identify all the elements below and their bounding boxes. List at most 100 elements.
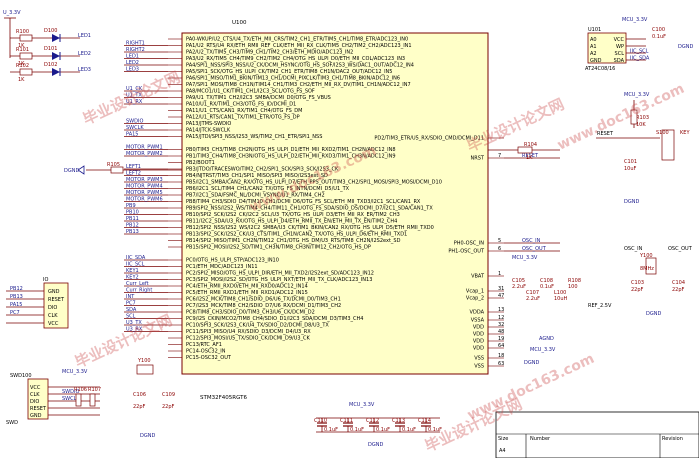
mcu-right-pin-name: VDD [473,325,484,331]
mcu-left-pin-name: PB4/NJTRST/TIM3_CH1/SPI1_MISO/SPI3_MISO/… [186,173,328,179]
led-block: U_3.3V R1001KD100LED1R1011KD101LED2R1021… [3,10,91,83]
dec-cap-ref: C113 [392,418,405,424]
r104: R104 1K [488,142,560,161]
mcu-left-pin-name: PB0/TIM3_CH3/TIM8_CH2N/OTG_HS_ULPI_D1/ET… [186,147,396,153]
mcu-left-pin-name: PC13/RTC_AF1 [186,342,222,348]
mcu-right-pin-name: NRST [471,156,485,162]
r107: R107 [88,387,101,393]
mcu-right-pins: PD2/TIM3_ETR/U5_RX/SDIO_CMD/DCMI_D11NRST… [374,136,560,370]
mcu-left-net: SWCLK [126,125,144,131]
pwr-cap-ref: C108 [540,278,553,284]
pwr-cap-val: 0.1uF [540,284,554,290]
mcu-left-pin-name: PA12/U1_RTS/CAN1_TX/TIM1_ETR/OTG_FS_DP [186,115,300,121]
power-block: MCU_3.3V C1052.2uFC1072.2uFC1080.1uFL100… [512,255,612,366]
reset-vcc: MCU_3.3V [624,92,650,98]
c109: C109 [162,392,175,398]
mcu-right-pin-name: VSS [474,364,484,370]
mcu-left-net: IIC_SCL [126,262,145,268]
led-diode-icon [52,34,60,42]
mcu-left-pin-name: PC10/SPI3_SCK/I2S3_CK/U4_TX/SDIO_D2/DCMI… [186,323,329,329]
mcu-u100: U100 STM32F405RGT6 PA0-WKUP/U2_CTS/U4_TX… [124,20,560,401]
pwr-cap-ref: C107 [526,290,539,296]
mcu-left-net: Curr_Left [126,281,149,287]
led-r-ref: R102 [16,63,29,69]
mcu-left-net: INT [126,294,135,300]
c102-val: 22pF [631,287,644,293]
eeprom-pin-r: SCL [615,51,625,57]
led-r-ref: R101 [16,47,29,53]
pwr-cap-ref: C105 [512,278,525,284]
rtc-crystal: Y100 C106 C109 22pF 22pF DGND [133,358,175,439]
pwr-cap-val: 2.2uF [526,296,540,302]
mcu-left-pin-name: PB6/I2C1_SCL/TIM4_CH1/CAN2_TX/OTG_FS_INT… [186,186,350,192]
swd-pin-name: VCC [30,385,41,391]
mcu-left-pin-name: PC14-OSC32_IN [186,349,226,355]
led-resistor [19,34,33,42]
mcu-right-pin-num: 32 [498,322,504,328]
mcu-left-net: PB9 [126,203,136,209]
c100-val: 0.1uF [652,34,666,40]
c100: C100 [652,27,665,33]
watermark-url-2: www.doc163.com [555,81,687,154]
r103: R103 [636,115,649,121]
hse-gnd: DGND [646,311,661,317]
watermark-3: 毕业设计论文网 [72,311,175,372]
dec-cap-ref: C114 [418,418,431,424]
mcu-right-pin-name: PH0-OSC_IN [454,241,484,247]
mcu-left-pin-name: PC6/I2S2_MCK/TIM8_CH1/SDIO_D6/U6_TX/DCMI… [186,297,341,303]
led-net: LED1 [78,33,91,39]
mcu-left-net: PA15 [126,132,138,138]
c104: C104 [672,280,685,286]
pwr-cap-val: 100 [568,284,578,290]
mcu-left-pin-name: PC0/OTG_HS_ULPI_STP/ADC123_IN10 [186,258,279,264]
eeprom-part: AT24C08/16 [585,66,615,72]
mcu-right-pin-name: VDD [473,332,484,338]
mcu-left-pin-name: PA7/SPI1_MOSI/TIM8_CH1N/TIM14_CH1/TIM3_C… [186,82,411,88]
mcu-right-pin-name: PD2/TIM3_ETR/U5_RX/SDIO_CMD/DCMI_D11 [374,136,484,142]
mcu-left-net: MOTOR_PWM4 [126,184,163,190]
mcu-left-pin-name: PC9/I2S_CKIN/MCO2/TIM8_CH4/SDIO_D1/I2C3_… [186,316,363,322]
eeprom-pin-r: SDA [614,58,625,64]
mcu-left-pin-name: PB12/SPI2_NSS/I2S2_WS/I2C2_SMBA/U3_CK/TI… [186,225,434,231]
mcu-left-pin-name: PA3/U2_RX/TIM5_CH4/TIM9_CH2/TIM2_CH4/OTG… [186,56,405,62]
mcu-right-pin-num: 1 [498,271,501,277]
mcu-left-pin-name: PC8/TIM8_CH3/SDIO_D0/TIM3_CH3/U6_CK/DCMI… [186,310,315,316]
tb-size-val: A4 [499,448,506,454]
mcu-left-pin-name: PC3/SPI2_MOSI/I2S2_SD/OTG_HS_ULPI_NXT/ET… [186,277,372,283]
mcu-right-pin-num: 18 [498,353,504,359]
mcu-right-pin-name: Vcap_1 [466,289,484,295]
reset-block: MCU_3.3V R103 10K RESET C101 10uF S100 K… [596,92,690,205]
eeprom-pin-r: WP [616,44,624,50]
mcu-left-pin-name: PA8/MCO1/U1_CK/TIM1_CH1/I2C3_SCL/OTG_FS_… [186,89,315,95]
swd-pin-name: DIO [30,399,39,405]
mcu-right-pin-num: 6 [498,246,501,252]
mcu-left-pin-name: PB8/TIM4_CH3/SDIO_D4/TIM10_CH1/DCMI_D6/O… [186,199,421,205]
led-r-ref: R100 [16,29,29,35]
osc-in-r: OSC_IN [624,246,643,252]
mcu-part: STM32F405RGT6 [200,395,248,401]
mcu-left-net: SDA [126,307,137,313]
tb-number: Number [530,436,551,442]
io-net: PB13 [10,294,23,300]
swd-net: SWDIO [62,389,79,395]
mcu-left-net: KEY2 [126,275,139,281]
r104-ref: R104 [524,142,537,148]
mcu-right-pin-name: VDDA [470,310,485,316]
dec-cap-ref: C111 [340,418,353,424]
mcu-left-pin-name: PA2/U2_TX/TIM5_CH3/TIM9_CH1/TIM2_CH3/ETH… [186,50,353,56]
swd-pin-name: GND [30,413,42,419]
r103-val: 10K [636,122,646,128]
mcu-left-pin-name: PC1/ETH_MDC/ADC123_IN11 [186,264,258,270]
mcu-left-pin-name: PB11/I2C2_SDA/U3_RX/OTG_HS_ULPI_D4/ETH_R… [186,219,397,225]
mcu-left-pin-name: PC11/SPI3_MISO/U4_RX/SDIO_D3/DCMI_D4/U3_… [186,329,311,335]
dec-cap-ref: C112 [366,418,379,424]
mcu-left-net: RIGHT2 [126,47,145,53]
r101-label: R105 [107,162,120,168]
mcu-left-net: PC7 [126,301,136,307]
mcu-left-pin-name: PA15/JTDI/SPI3_NSS/I2S3_WS/TIM2_CH1_ETR/… [186,134,322,140]
dec-cap-val: 0.1uF [324,427,338,433]
mcu-right-pin-name: VDD [473,339,484,345]
mcu-designator: U100 [232,20,247,26]
